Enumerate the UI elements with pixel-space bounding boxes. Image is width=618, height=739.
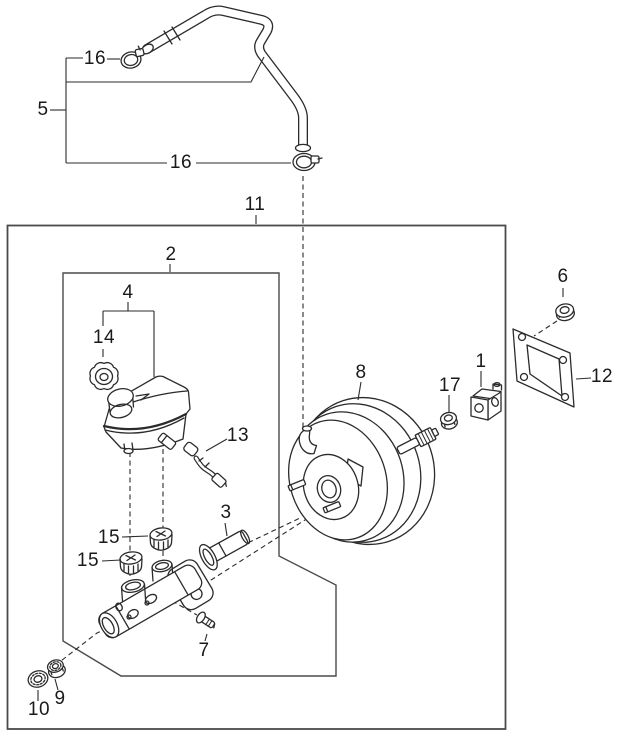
grommet-rear	[149, 527, 173, 551]
hose-clamp-bottom	[292, 152, 323, 172]
mount-nut	[46, 659, 66, 679]
piston	[198, 529, 251, 571]
callout-reservoir-kit: 4	[122, 282, 134, 303]
callout-gasket-nut: 6	[557, 266, 569, 287]
reservoir-tank	[102, 375, 191, 455]
master-cylinder	[98, 559, 214, 639]
callout-reservoir-cap: 14	[92, 327, 116, 348]
check-valve	[298, 425, 318, 455]
callout-washer: 10	[27, 699, 51, 720]
callout-grommet-rear: 15	[97, 527, 121, 548]
vacuum-hose	[141, 5, 312, 153]
callout-piston: 3	[220, 502, 232, 523]
gasket	[512, 328, 575, 408]
callout-pushrod-nut: 17	[438, 375, 462, 396]
mount-screw	[195, 611, 216, 629]
gasket-nut	[555, 303, 575, 322]
callout-level-sensor: 13	[226, 425, 250, 446]
callout-clamp-bottom: 16	[169, 152, 193, 173]
callout-gasket: 12	[590, 366, 614, 387]
callout-grommet-front: 15	[76, 550, 100, 571]
callout-brake-booster: 8	[355, 362, 367, 383]
pushrod-nut	[439, 411, 458, 430]
push-rod	[396, 427, 440, 455]
mount-washer	[27, 670, 49, 688]
callout-clamp-top: 16	[83, 48, 107, 69]
callout-fork-clevis: 1	[475, 351, 487, 372]
grommet-front	[119, 551, 143, 575]
brake-booster	[287, 396, 440, 546]
reservoir-cap	[89, 361, 119, 391]
hose-clamp-top	[120, 45, 145, 69]
fork-clevis	[470, 382, 503, 421]
callout-screw: 7	[198, 640, 210, 661]
callout-mount-nut: 9	[54, 688, 66, 709]
level-sensor	[157, 432, 228, 488]
inner-kit-box	[62, 272, 337, 677]
callout-vacuum-hose: 5	[37, 99, 49, 120]
outer-assembly-box	[6, 224, 507, 730]
callout-assembly-frame: 11	[244, 194, 266, 215]
leader-lines	[37, 56, 592, 701]
callout-master-cylinder-kit: 2	[165, 244, 177, 265]
